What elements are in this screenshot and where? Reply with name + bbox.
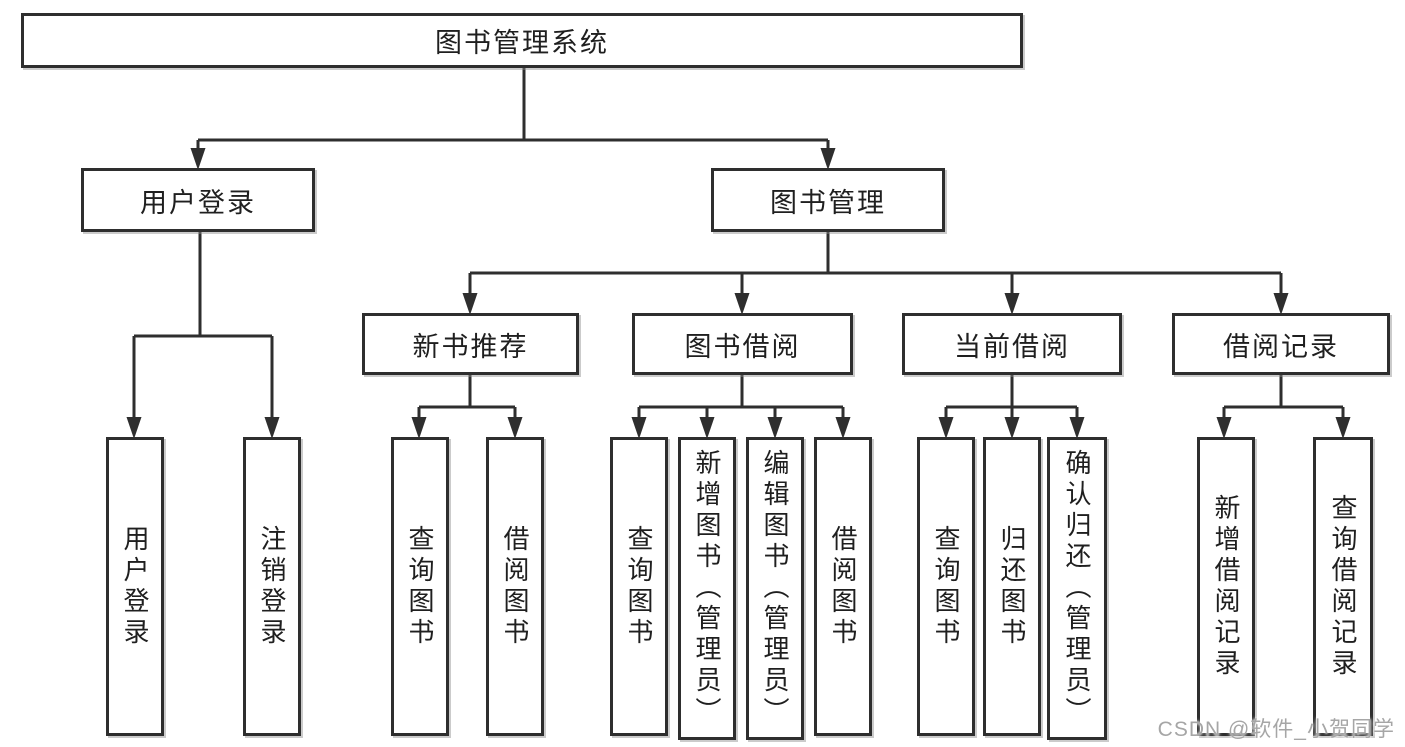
leaf-query-book-recommend: 查询图书 <box>391 437 449 736</box>
leaf-borrow-book-recommend: 借阅图书 <box>486 437 544 736</box>
leaf-logout-login: 注销登录 <box>243 437 301 736</box>
leaf-query-borrow-record: 查询借阅记录 <box>1313 437 1373 736</box>
node-borrow-records: 借阅记录 <box>1172 313 1390 375</box>
leaf-add-book-admin: 新增图书（管理员） <box>678 437 736 740</box>
node-user-login: 用户登录 <box>81 168 315 232</box>
node-current-borrow: 当前借阅 <box>902 313 1122 375</box>
leaf-edit-book-admin: 编辑图书（管理员） <box>746 437 804 740</box>
leaf-user-login: 用户登录 <box>106 437 164 736</box>
csdn-watermark: CSDN @软件_小贺同学 <box>1157 718 1395 741</box>
node-book-management: 图书管理 <box>711 168 945 232</box>
leaf-add-borrow-record: 新增借阅记录 <box>1197 437 1255 736</box>
node-new-book-recommend: 新书推荐 <box>362 313 579 375</box>
node-library-management-system: 图书管理系统 <box>21 13 1023 68</box>
arrowheads <box>126 148 1351 439</box>
leaf-borrow-book: 借阅图书 <box>814 437 872 736</box>
node-book-borrow: 图书借阅 <box>632 313 853 375</box>
leaf-return-book: 归还图书 <box>983 437 1041 736</box>
leaf-query-book-borrow: 查询图书 <box>610 437 668 736</box>
leaf-confirm-return-admin: 确认归还（管理员） <box>1047 437 1107 740</box>
leaf-query-book-current: 查询图书 <box>917 437 975 736</box>
